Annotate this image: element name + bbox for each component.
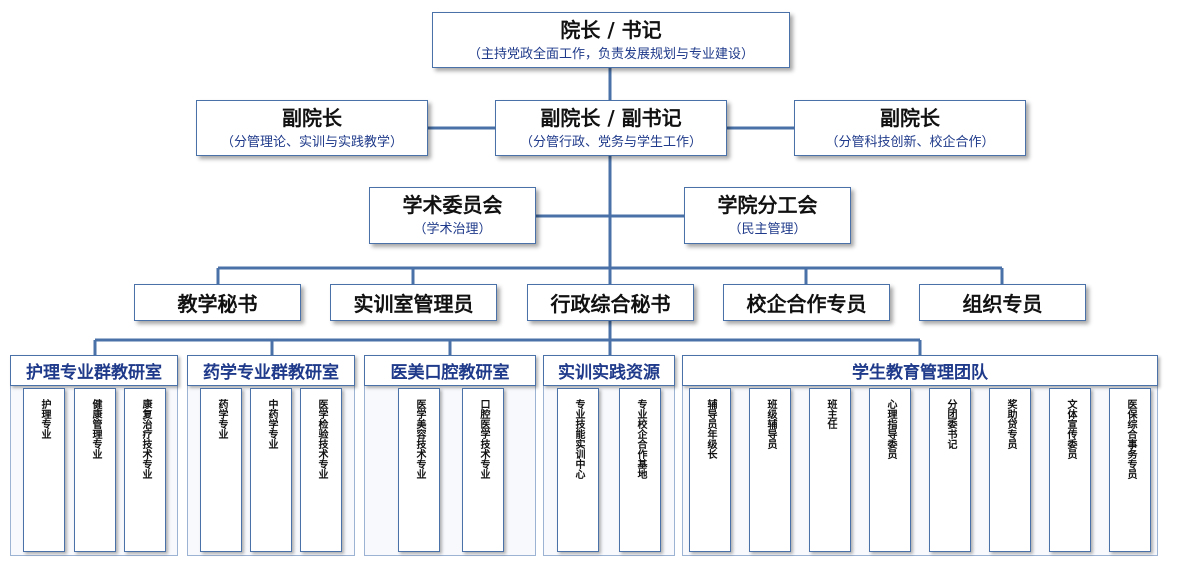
vice-president-right-duties: （分管科技创新、校企合作） [825, 134, 995, 150]
leaf-label: 健康管理专业 [90, 399, 101, 459]
leaf-label: 奖助贷专员 [1005, 399, 1016, 449]
leaf-label: 医学检验技术专业 [316, 399, 327, 479]
staff-enterprise-officer: 校企合作专员 [723, 284, 890, 321]
leaf-unit: 专业技能实训中心 [557, 388, 599, 552]
leaf-label: 护理专业 [39, 399, 50, 439]
vice-president-center-duties: （分管行政、党务与学生工作） [519, 134, 702, 150]
staff-lab-manager: 实训室管理员 [330, 284, 497, 321]
leaf-label: 心理指导委员 [885, 399, 896, 459]
vice-president-center-title: 副院长 / 副书记 [540, 105, 682, 130]
leaf-unit: 分团委书记 [929, 388, 971, 552]
president-title: 院长 / 书记 [560, 17, 662, 42]
group-header-practice: 实训实践资源 [543, 355, 675, 386]
leaf-unit: 文体宣传委员 [1049, 388, 1091, 552]
leaf-unit: 口腔医学技术专业 [462, 388, 504, 552]
leaf-label: 分团委书记 [945, 399, 956, 449]
staff-label: 行政综合秘书 [550, 292, 671, 316]
leaf-label: 康复治疗技术专业 [140, 399, 151, 479]
vice-president-right-title: 副院长 [880, 105, 940, 130]
leaf-unit: 医学检验技术专业 [300, 388, 342, 552]
staff-label: 实训室管理员 [353, 292, 474, 316]
staff-label: 教学秘书 [177, 292, 258, 316]
staff-teaching-secretary: 教学秘书 [134, 284, 301, 321]
leaf-unit: 班主任 [809, 388, 851, 552]
staff-label: 校企合作专员 [746, 292, 867, 316]
leaf-unit: 心理指导委员 [869, 388, 911, 552]
president-duties: （主持党政全面工作，负责发展规划与专业建设） [467, 46, 754, 62]
leaf-unit: 药学专业 [200, 388, 242, 552]
leaf-label: 医保综合事务专员 [1125, 399, 1136, 479]
leaf-unit: 辅导员年级长 [689, 388, 731, 552]
staff-admin-secretary: 行政综合秘书 [527, 284, 694, 321]
trade-union-box: 学院分工会 （民主管理） [684, 187, 851, 244]
leaf-label: 专业校企合作基地 [635, 399, 646, 479]
leaf-unit: 专业校企合作基地 [619, 388, 661, 552]
president-box: 院长 / 书记 （主持党政全面工作，负责发展规划与专业建设） [432, 12, 790, 68]
leaf-label: 医学美容技术专业 [414, 399, 425, 479]
leaf-unit: 奖助贷专员 [989, 388, 1031, 552]
group-header-nursing: 护理专业群教研室 [10, 355, 178, 386]
leaf-unit: 医保综合事务专员 [1109, 388, 1151, 552]
leaf-label: 药学专业 [216, 399, 227, 439]
trade-union-title: 学院分工会 [717, 193, 818, 217]
leaf-label: 口腔医学技术专业 [478, 399, 489, 479]
leaf-unit: 护理专业 [23, 388, 65, 552]
staff-label: 组织专员 [962, 292, 1043, 316]
leaf-label: 专业技能实训中心 [573, 399, 584, 479]
staff-organization-officer: 组织专员 [919, 284, 1086, 321]
leaf-label: 班主任 [825, 399, 836, 429]
vice-president-center-box: 副院长 / 副书记 （分管行政、党务与学生工作） [495, 100, 727, 156]
vice-president-left-box: 副院长 （分管理论、实训与实践教学） [196, 100, 428, 156]
leaf-unit: 班级辅导员 [749, 388, 791, 552]
academic-committee-duties: （学术治理） [413, 222, 492, 237]
group-aesthetic-dental-area [364, 386, 536, 556]
leaf-unit: 康复治疗技术专业 [124, 388, 166, 552]
group-header-pharmacy: 药学专业群教研室 [187, 355, 355, 386]
vice-president-left-title: 副院长 [282, 105, 342, 130]
leaf-unit: 健康管理专业 [74, 388, 116, 552]
leaf-label: 中药学专业 [266, 399, 277, 449]
academic-committee-title: 学术委员会 [402, 193, 503, 217]
group-header-aesthetic-dental: 医美口腔教研室 [364, 355, 536, 386]
vice-president-right-box: 副院长 （分管科技创新、校企合作） [794, 100, 1026, 156]
trade-union-duties: （民主管理） [728, 222, 807, 237]
leaf-label: 辅导员年级长 [705, 399, 716, 459]
academic-committee-box: 学术委员会 （学术治理） [369, 187, 536, 244]
leaf-unit: 中药学专业 [250, 388, 292, 552]
vice-president-left-duties: （分管理论、实训与实践教学） [220, 134, 403, 150]
leaf-label: 班级辅导员 [765, 399, 776, 449]
leaf-label: 文体宣传委员 [1065, 399, 1076, 459]
leaf-unit: 医学美容技术专业 [398, 388, 440, 552]
group-header-student-mgmt: 学生教育管理团队 [682, 355, 1158, 386]
